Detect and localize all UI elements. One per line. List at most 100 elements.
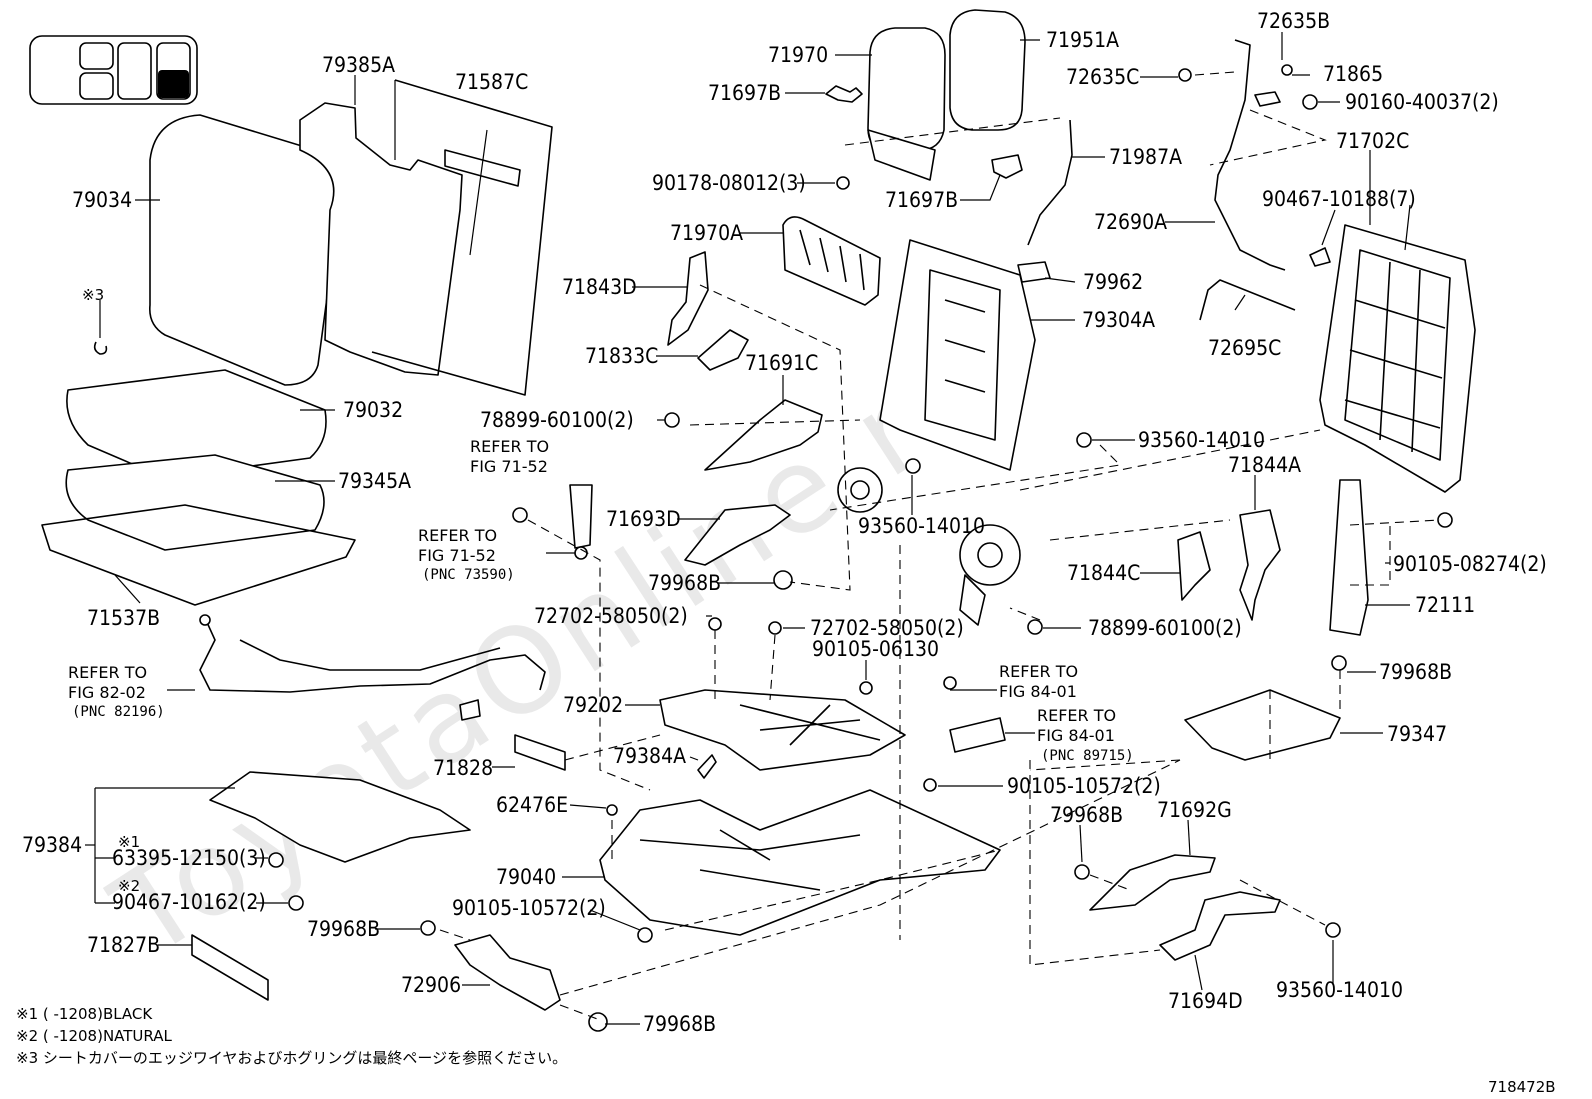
part-label: 71694D bbox=[1168, 989, 1243, 1013]
ref-line: REFER TO bbox=[999, 662, 1078, 681]
trim-72111 bbox=[1329, 479, 1369, 636]
part-label: 79202 bbox=[563, 693, 623, 717]
part-label: 79968B bbox=[1050, 803, 1123, 827]
recliner-cover-71844C bbox=[1177, 531, 1211, 601]
ref-line: REFER TO bbox=[418, 526, 497, 545]
leader-lines bbox=[85, 32, 1411, 1025]
part-label: 79968B bbox=[307, 917, 380, 941]
seat-position-icon bbox=[29, 35, 198, 105]
part-label: 71702C bbox=[1336, 129, 1409, 153]
ref-line: FIG 71-52 bbox=[418, 546, 496, 565]
cover-71694D bbox=[1159, 891, 1281, 961]
part-label: 71697B bbox=[708, 81, 781, 105]
part-label: 71693D bbox=[606, 507, 681, 531]
part-label: 71827B bbox=[87, 933, 160, 957]
part-label: 71987A bbox=[1109, 145, 1182, 169]
part-label: 79384 bbox=[22, 833, 82, 857]
part-label: 93560-14010 bbox=[1276, 978, 1403, 1002]
fasteners bbox=[268, 64, 1453, 1032]
ref-line: FIG 71-52 bbox=[470, 457, 548, 476]
part-label: 71844A bbox=[1228, 453, 1301, 477]
part-label: 71970A bbox=[670, 221, 743, 245]
part-label: 71865 bbox=[1323, 62, 1383, 86]
recliner-cover-71691C bbox=[704, 399, 823, 471]
part-label: 71970 bbox=[768, 43, 828, 67]
trim-71827B bbox=[191, 934, 269, 1001]
part-label: 71844C bbox=[1067, 561, 1140, 585]
ecu-89715 bbox=[949, 717, 1006, 753]
part-label: 93560-14010 bbox=[858, 514, 985, 538]
part-label: 63395-12150(3) bbox=[112, 846, 266, 870]
footnotes: ※1 ( -1208)BLACK ※2 ( -1208)NATURAL ※3 シ… bbox=[16, 1005, 567, 1067]
part-label: 90105-06130 bbox=[812, 637, 939, 661]
part-label: 71951A bbox=[1046, 28, 1119, 52]
part-label: 72906 bbox=[401, 973, 461, 997]
cable-71987A bbox=[1027, 119, 1073, 246]
footnote: ※3 シートカバーのエッジワイヤおよびホグリングは最終ページを参照ください。 bbox=[16, 1049, 567, 1067]
headrest-support-71697B bbox=[825, 85, 1023, 179]
assembly-dash-lines bbox=[439, 71, 1441, 1021]
seat-pad-79345A bbox=[65, 454, 325, 551]
footnote: ※2 ( -1208)NATURAL bbox=[16, 1027, 172, 1045]
cushion-frame-79202 bbox=[659, 689, 906, 771]
part-label: 90467-10162(2) bbox=[112, 890, 266, 914]
headrest-guide-71970A bbox=[782, 216, 881, 306]
ref-line: FIG 84-01 bbox=[1037, 726, 1115, 745]
reference-callouts: REFER TO FIG 71-52 REFER TO FIG 71-52 (P… bbox=[68, 437, 1134, 764]
part-label: 79968B bbox=[643, 1012, 716, 1036]
ref-pnc: (PNC 82196) bbox=[72, 704, 165, 720]
part-label: 79385A bbox=[322, 53, 395, 77]
part-label: 72111 bbox=[1415, 593, 1475, 617]
part-label: 90178-08012(3) bbox=[652, 171, 806, 195]
part-label: ※1 bbox=[118, 833, 140, 851]
part-label: 90105-10572(2) bbox=[1007, 774, 1161, 798]
part-label: 71587C bbox=[455, 70, 528, 94]
bracket-79384A bbox=[697, 754, 717, 779]
part-label: 78899-60100(2) bbox=[1088, 616, 1242, 640]
ref-line: REFER TO bbox=[1037, 706, 1116, 725]
part-label: 71833C bbox=[585, 344, 658, 368]
part-label: 71697B bbox=[885, 188, 958, 212]
bracket-71828 bbox=[514, 734, 566, 771]
hinge-cover-71833C bbox=[697, 329, 749, 371]
part-label: 90160-40037(2) bbox=[1345, 90, 1499, 114]
part-label: 90105-08274(2) bbox=[1393, 552, 1547, 576]
cover-71692G bbox=[1089, 854, 1216, 911]
part-label: 79345A bbox=[338, 469, 411, 493]
part-label: 79040 bbox=[496, 865, 556, 889]
cover-72906 bbox=[454, 934, 561, 1011]
part-label: 79384A bbox=[613, 744, 686, 768]
part-labels: 79385A 71587C 79034 ※3 79032 79345A 7153… bbox=[22, 9, 1547, 1036]
part-label: 72690A bbox=[1094, 210, 1167, 234]
part-label: 72635C bbox=[1066, 65, 1139, 89]
recliner-71844A bbox=[1239, 509, 1281, 621]
ref-line: REFER TO bbox=[68, 663, 147, 682]
part-label: 93560-14010 bbox=[1138, 428, 1265, 452]
part-label: 71537B bbox=[87, 606, 160, 630]
part-label: 79962 bbox=[1083, 270, 1143, 294]
part-label: 79347 bbox=[1387, 722, 1447, 746]
hinge-cover-71843D bbox=[667, 251, 709, 346]
part-label: 79968B bbox=[648, 571, 721, 595]
diagram-id: 718472B bbox=[1488, 1078, 1556, 1096]
part-label: 72702-58050(2) bbox=[810, 616, 964, 640]
part-label: 71691C bbox=[745, 351, 818, 375]
cable-72690A bbox=[1214, 39, 1286, 271]
part-label: 72702-58050(2) bbox=[534, 604, 688, 628]
ref-line: REFER TO bbox=[470, 437, 549, 456]
ref-pnc: (PNC 73590) bbox=[422, 567, 515, 583]
part-label: 71843D bbox=[562, 275, 637, 299]
part-label: 79034 bbox=[72, 188, 132, 212]
part-label: 72635B bbox=[1257, 9, 1330, 33]
seat-track-79040 bbox=[599, 789, 1001, 936]
part-label: 71692G bbox=[1157, 798, 1232, 822]
part-label: 79968B bbox=[1379, 660, 1452, 684]
footnote: ※1 ( -1208)BLACK bbox=[16, 1005, 153, 1023]
part-label: 78899-60100(2) bbox=[480, 408, 634, 432]
part-label: 79304A bbox=[1082, 308, 1155, 332]
back-board-71702C bbox=[1319, 224, 1476, 493]
nut-90178-08012 bbox=[836, 176, 850, 190]
cover-79384 bbox=[209, 771, 471, 863]
cover-79347 bbox=[1184, 689, 1341, 761]
